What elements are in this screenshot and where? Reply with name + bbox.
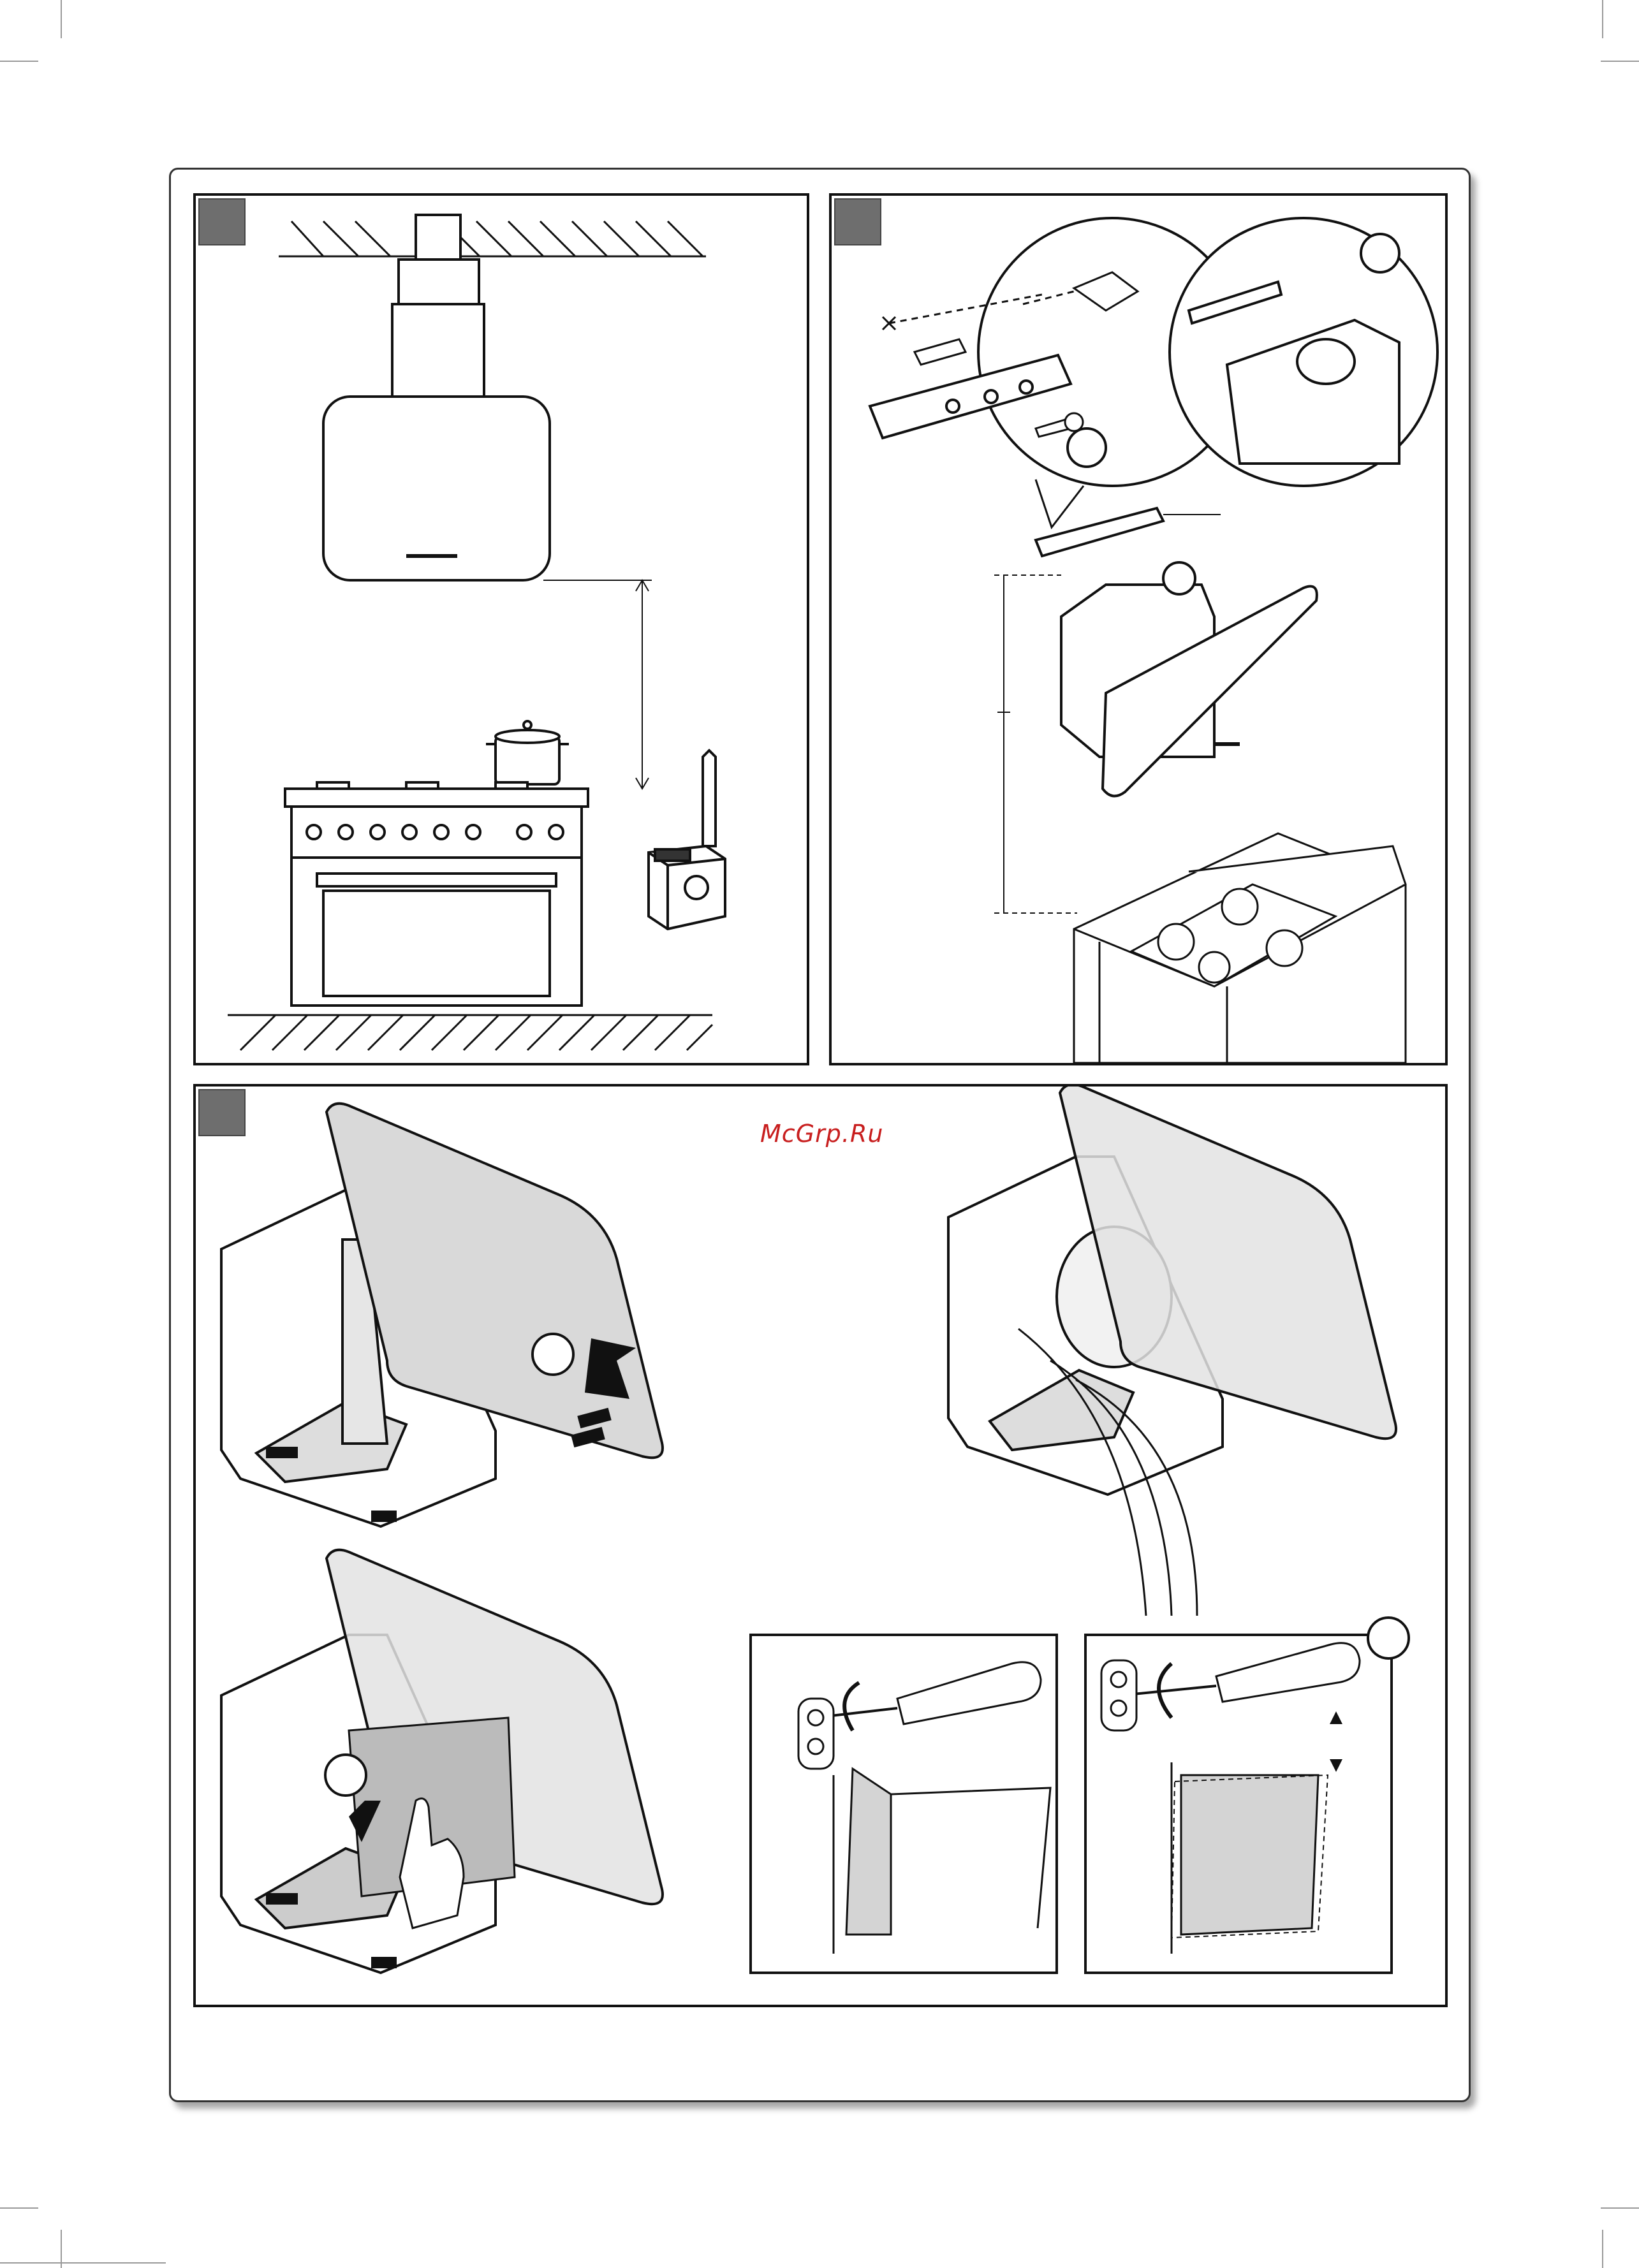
- panel-3: McGrp.Ru: [193, 1084, 1448, 2007]
- crop-mark: [61, 0, 62, 38]
- hood-icon: [1036, 508, 1317, 796]
- cooker-icon: [285, 782, 588, 1006]
- hood-installation-drawing: [196, 196, 807, 1063]
- adjust-detail-a: [751, 1635, 1057, 1973]
- step-circle: [1368, 1618, 1409, 1658]
- crop-mark: [1601, 61, 1639, 62]
- crop-mark: [0, 61, 38, 62]
- step-circle: [325, 1755, 366, 1796]
- floor-hatch: [228, 1015, 712, 1050]
- panel-1: [193, 193, 809, 1065]
- panel-2: [829, 193, 1448, 1065]
- crop-mark: [1601, 2207, 1639, 2209]
- step-circle: [533, 1334, 573, 1375]
- ceiling-hatch: [279, 221, 706, 256]
- hood-icon: [323, 215, 550, 580]
- remote-sensor-icon: [649, 750, 725, 929]
- wall-mount-drawing: [832, 196, 1445, 1063]
- pot-icon: [486, 721, 569, 784]
- hob-icon: [1074, 833, 1406, 1063]
- crop-mark: [1602, 0, 1603, 38]
- crop-mark: [1602, 2230, 1603, 2268]
- adjust-detail-b: [1085, 1618, 1409, 1973]
- filter-maintenance-drawing: [196, 1086, 1445, 2005]
- crop-mark: [0, 2207, 38, 2209]
- crop-mark: [0, 2262, 166, 2264]
